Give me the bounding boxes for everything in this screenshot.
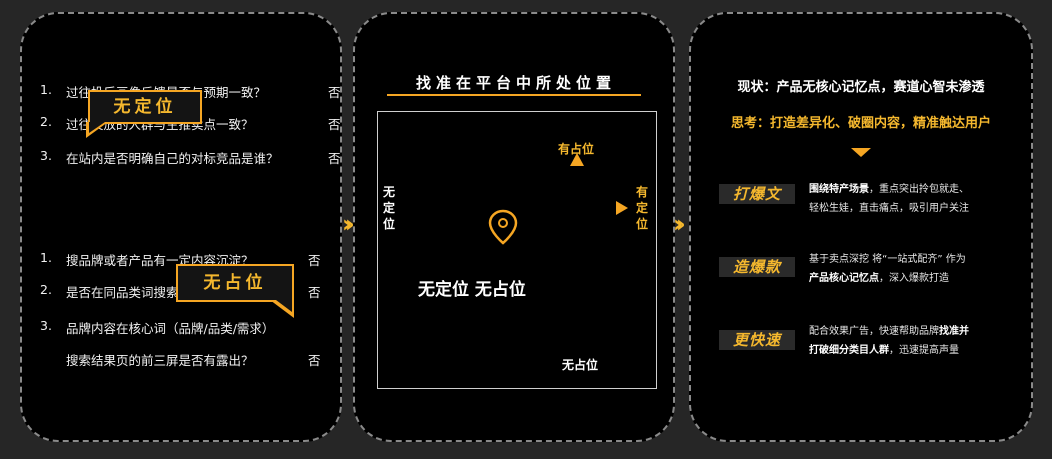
tag-viral-post: 打爆文 [719, 184, 795, 204]
question-answer: 否 [328, 85, 341, 100]
panel-no-position-questions: 1. 过往投后画像反馈是否与预期一致？ 否 2. 过往投放的人群与主推卖点一致？… [20, 12, 342, 442]
strategy-description: 基于卖点深挖 将“一站式配齐” 作为 产品核心记忆点，深入爆款打造 [809, 254, 966, 284]
question-number: 2. [40, 114, 52, 129]
strategy-description: 围绕特产场景，重点突出拎包就走、 轻松生娃，直击痛点，吸引用户关注 [809, 184, 969, 214]
tag-faster: 更快速 [719, 330, 795, 350]
panel-strategy: 现状：产品无核心记忆点，赛道心智未渗透 思考：打造差异化、破圈内容，精准触达用户… [689, 12, 1033, 442]
question-answer: 否 [328, 151, 341, 166]
chevron-right-icon: ›› [673, 210, 686, 238]
question-number: 1. [40, 250, 52, 265]
position-quadrant: 有占位 无占位 无定位 有定位 无定位 无占位 [377, 111, 657, 389]
callout-no-positioning: 无定位 [88, 90, 202, 124]
axis-label-top: 有占位 [558, 142, 595, 156]
chevron-right-icon: ›› [342, 210, 355, 238]
question-number: 1. [40, 82, 52, 97]
callout-no-placement: 无占位 [176, 264, 294, 302]
current-position-text: 无定位 无占位 [418, 280, 526, 300]
question-text: 在站内是否明确自己的对标竞品是谁？ [66, 151, 279, 166]
question-number: 2. [40, 282, 52, 297]
axis-label-right: 有定位 [636, 185, 649, 231]
question-answer: 否 [308, 353, 321, 368]
axis-label-bottom: 无占位 [562, 358, 599, 372]
panel-position-matrix: 找准在平台中所处位置 有占位 无占位 无定位 有定位 无定位 无 [353, 12, 675, 442]
quadrant-axes [402, 153, 628, 342]
tag-hit-product: 造爆款 [719, 257, 795, 277]
question-number: 3. [40, 318, 52, 333]
title-underline [387, 94, 641, 96]
question-text: 搜索结果页的前三屏是否有露出？ [66, 353, 254, 368]
strategy-thinking: 思考：打造差异化、破圈内容，精准触达用户 [730, 116, 991, 131]
question-text: 品牌内容在核心词（品牌/品类/需求） [66, 321, 275, 336]
callout-tail-inner [276, 300, 292, 312]
question-answer: 否 [308, 253, 321, 268]
strategy-description: 配合效果广告，快速帮助品牌找准并 打破细分类目人群，迅速提高声量 [809, 326, 969, 356]
question-answer: 否 [328, 117, 341, 132]
callout-tail-inner [89, 122, 105, 133]
location-pin-icon [488, 209, 518, 245]
down-arrow-icon [851, 148, 871, 157]
matrix-title: 找准在平台中所处位置 [415, 74, 616, 92]
axis-label-left: 无定位 [383, 185, 396, 231]
question-number: 3. [40, 148, 52, 163]
question-answer: 否 [308, 285, 321, 300]
current-status: 现状：产品无核心记忆点，赛道心智未渗透 [737, 80, 985, 95]
